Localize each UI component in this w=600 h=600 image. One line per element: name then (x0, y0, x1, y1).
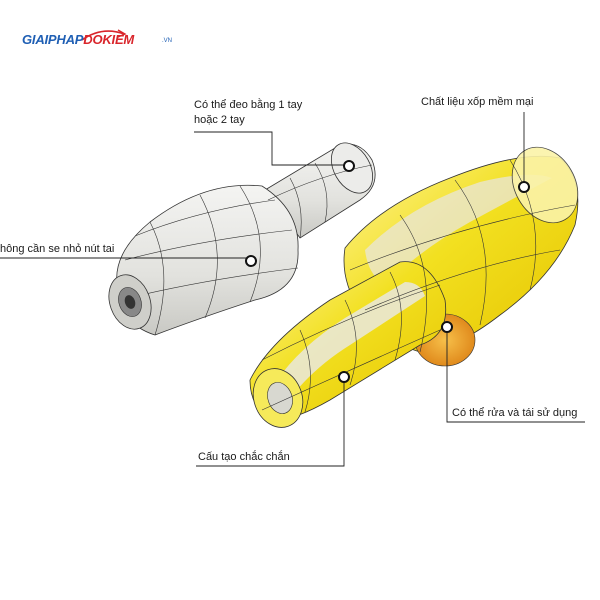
logo-text: GIAIPHAPDOKIEM (22, 32, 134, 47)
callout-sturdy: Cấu tạo chắc chắn (198, 451, 290, 463)
callout-no-squeeze: hông cần se nhỏ nút tai (0, 243, 115, 255)
leader-washable (446, 327, 585, 423)
logo-text-red: DOKIEM (83, 32, 135, 47)
callout-one-or-two-hands-line1: Có thể đeo bằng 1 tay (194, 99, 303, 111)
callout-leaders (0, 112, 585, 467)
logo-swoosh-icon (81, 29, 127, 41)
logo-suffix: .VN (162, 38, 173, 44)
callout-markers (245, 160, 530, 383)
marker-sturdy (338, 371, 350, 383)
marker-one-or-two-hands (343, 160, 355, 172)
logo-text-blue: GIAIPHAP (22, 32, 84, 47)
callout-soft-foam: Chất liệu xốp mềm mại (421, 96, 534, 108)
callout-one-or-two-hands: Có thể đeo bằng 1 tay hoặc 2 tay (194, 98, 302, 128)
brand-logo: GIAIPHAPDOKIEM .VN (22, 28, 172, 56)
marker-no-squeeze (245, 255, 257, 267)
leader-sturdy (196, 376, 345, 467)
callout-washable: Có thể rửa và tái sử dụng (452, 407, 578, 419)
marker-soft-foam (518, 181, 530, 193)
leader-one-or-two-hands (194, 131, 349, 166)
callout-one-or-two-hands-line2: hoặc 2 tay (194, 114, 245, 126)
marker-washable (441, 321, 453, 333)
yellow-earplug (249, 146, 579, 428)
